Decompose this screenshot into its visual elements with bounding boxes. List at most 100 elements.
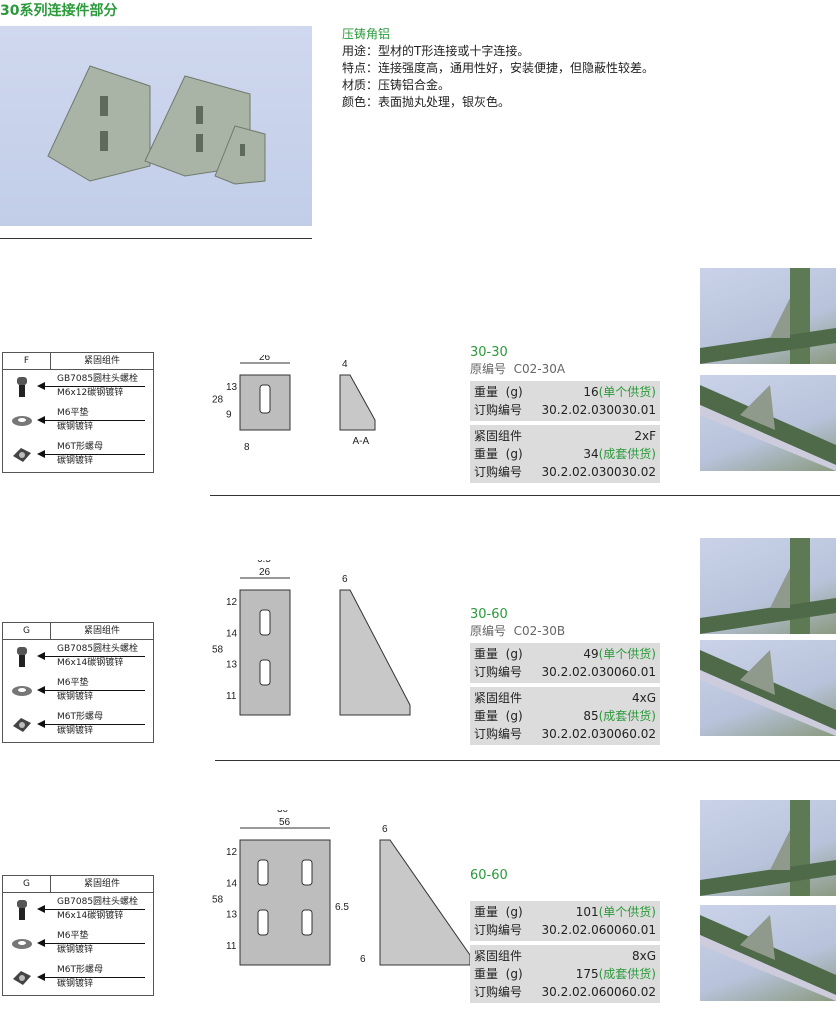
single-note: (单个供货) [598, 905, 656, 919]
unit: (g) [505, 447, 523, 461]
fastener-name: M6T形螺母 [57, 442, 103, 452]
fastener-material: 碳钢镀锌 [57, 422, 94, 432]
dim-slot: 6.5 [335, 902, 349, 913]
unit: (g) [505, 905, 523, 919]
fastener-item: M6平垫碳钢镀锌 [3, 674, 153, 708]
application-photo-1 [700, 268, 836, 364]
kit-label: 紧固组件 [474, 691, 523, 705]
unit: (g) [505, 967, 523, 981]
kit-value: 2xF [634, 429, 656, 443]
technical-drawing: 266.5A8281394A-A [212, 355, 376, 453]
fastener-name: M6T形螺母 [57, 965, 103, 975]
fastener-item: M6T形螺母碳钢镀锌 [3, 961, 153, 995]
slot-hole [301, 909, 313, 936]
fastener-material: 碳钢镀锌 [57, 979, 94, 989]
order-number-kit: 30.2.02.030060.02 [541, 727, 656, 741]
order-label: 订购编号 [474, 665, 523, 679]
order-label: 订购编号 [474, 985, 523, 999]
orig-label: 原编号 [470, 624, 507, 638]
fastener-name: GB7085圆柱头螺栓 [57, 644, 139, 654]
t-nut-icon [13, 448, 31, 462]
orig-value: C02-30A [513, 362, 566, 376]
dim-segment: 11 [226, 691, 237, 702]
fastener-item: M6平垫碳钢镀锌 [3, 927, 153, 961]
dim-segment: 14 [226, 628, 238, 639]
fastener-item: GB7085圆柱头螺栓 M6x14碳钢镀锌 [3, 893, 153, 927]
weight-label: 重量 [474, 905, 499, 919]
bolt-icon [17, 900, 27, 920]
fastener-material: M6x12碳钢镀锌 [57, 388, 124, 398]
order-label: 订购编号 [474, 403, 523, 417]
unit: (g) [505, 647, 523, 661]
fastener-item: GB7085圆柱头螺栓 M6x12碳钢镀锌 [3, 370, 153, 404]
slot-hole [257, 859, 269, 886]
product-photo [0, 26, 312, 226]
kit-note: (成套供货) [598, 447, 656, 461]
dim-thickness: 6 [342, 574, 348, 585]
front-view [239, 589, 291, 716]
single-note: (单个供货) [598, 385, 656, 399]
kit-note: (成套供货) [598, 709, 656, 723]
weight-label: 重量 [474, 447, 499, 461]
dim-width: 56 [279, 817, 291, 828]
dim-thickness: 4 [342, 359, 348, 370]
weight-label: 重量 [474, 967, 499, 981]
fastener-material: M6x14碳钢镀锌 [57, 911, 124, 921]
fastener-name: GB7085圆柱头螺栓 [57, 897, 139, 907]
product-code: 30-60 [470, 607, 508, 622]
fastener-material: M6x14碳钢镀锌 [57, 658, 124, 668]
weight-single: 49 [583, 647, 599, 661]
desc-line: 材质：压铸铝合金。 [342, 78, 451, 92]
order-number-single: 30.2.02.030060.01 [541, 665, 656, 679]
dim-segment: 13 [226, 910, 238, 921]
fastener-code: F [3, 353, 51, 369]
technical-drawing: 56306.5A-858121413116A-A6 [212, 810, 470, 966]
weight-label: 重量 [474, 709, 499, 723]
weight-label: 重量 [474, 647, 499, 661]
section-view [339, 589, 411, 716]
fastener-item: GB7085圆柱头螺栓 M6x14碳钢镀锌 [3, 640, 153, 674]
desc-heading: 压铸角铝 [342, 27, 391, 41]
unit: (g) [505, 385, 523, 399]
weight-single: 101 [575, 905, 599, 919]
fastener-name: M6平垫 [57, 678, 89, 688]
slot-hole [259, 609, 271, 636]
application-photo-1 [700, 538, 836, 634]
section-view [379, 839, 470, 966]
page-title: 30系列连接件部分 [0, 3, 118, 19]
dim-segment: 11 [226, 941, 237, 952]
fastener-name: GB7085圆柱头螺栓 [57, 374, 139, 384]
dim-segment: 13 [226, 382, 238, 393]
dim-inner: 6.5 [257, 560, 271, 565]
technical-drawing: 266.5A858121413116A-A [212, 560, 411, 716]
order-number-kit: 30.2.02.060060.02 [541, 985, 656, 999]
fastener-header: 紧固组件 [83, 879, 120, 889]
fastener-material: 碳钢镀锌 [57, 692, 94, 702]
dim-thickness: 6 [382, 824, 388, 835]
slot-hole [301, 859, 313, 886]
dim-segment: 12 [226, 597, 238, 608]
slot-hole [259, 659, 271, 686]
weight-kit: 175 [575, 967, 599, 981]
order-number-single: 30.2.02.060060.01 [541, 923, 656, 937]
product-description: 压铸角铝 用途：型材的T形连接或十字连接。 特点：连接强度高，通用性好，安装便捷… [342, 26, 654, 111]
bolt-icon [17, 377, 27, 397]
washer-icon [12, 416, 32, 426]
desc-line: 特点：连接强度高，通用性好，安装便捷，但隐蔽性较差。 [342, 61, 655, 75]
orig-value: C02-30B [513, 624, 566, 638]
t-nut-icon [13, 718, 31, 732]
dim-inner: 30 [277, 810, 289, 815]
order-number-kit: 30.2.02.030030.02 [541, 465, 656, 479]
dim-segment: 12 [226, 847, 238, 858]
kit-label: 紧固组件 [474, 429, 523, 443]
order-number-single: 30.2.02.030030.01 [541, 403, 656, 417]
